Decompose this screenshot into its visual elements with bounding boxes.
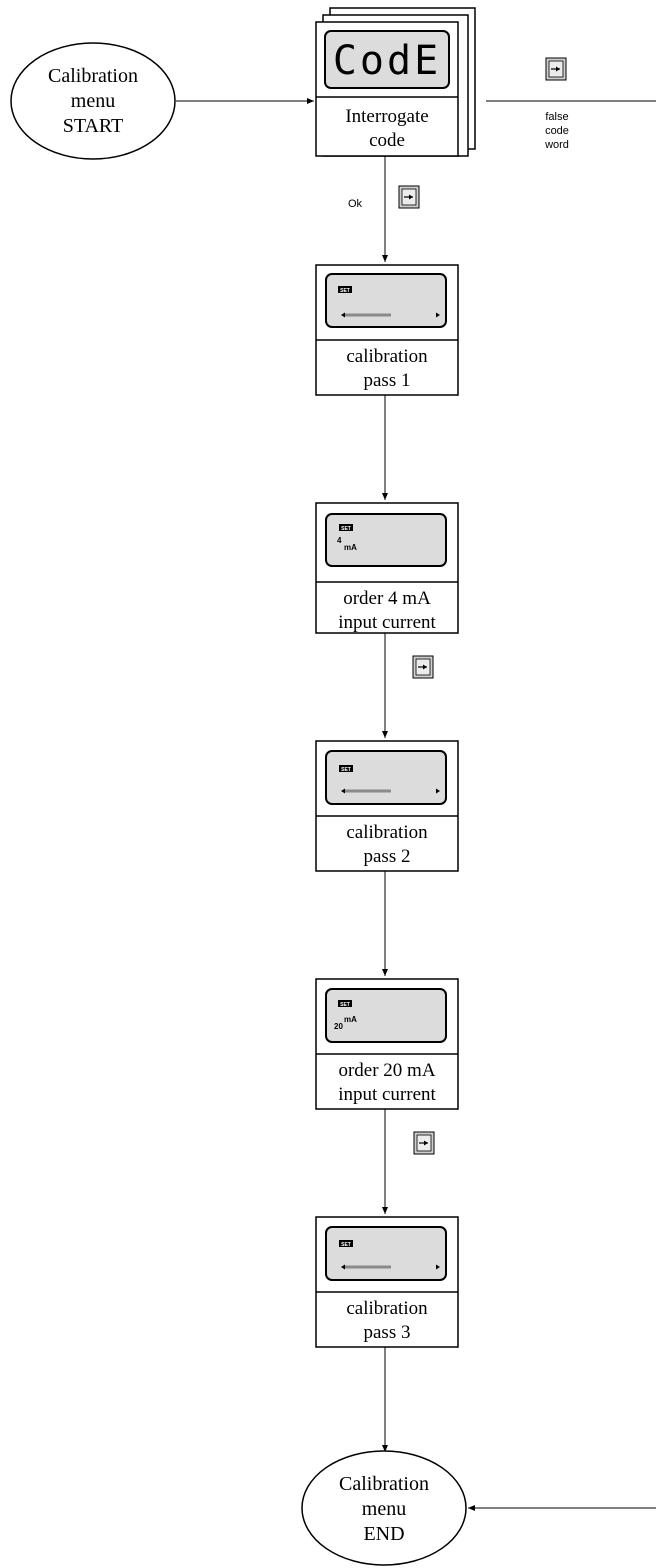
step-calibration-pass-2: SET calibration pass 2 bbox=[315, 740, 459, 872]
step-label-2: pass 2 bbox=[364, 846, 411, 867]
lcd-unit: mA bbox=[344, 543, 357, 552]
enter-key-icon bbox=[545, 57, 567, 81]
code-step-box: CodE Interrogate code bbox=[315, 7, 476, 157]
lcd-value: 4 bbox=[337, 536, 342, 545]
enter-key-icon bbox=[413, 1131, 435, 1155]
start-node: Calibration menu START bbox=[10, 42, 176, 160]
step-label-2: input current bbox=[338, 612, 436, 633]
set-badge: SET bbox=[341, 526, 351, 532]
end-label-2: menu bbox=[362, 1498, 406, 1520]
step-label-2: pass 3 bbox=[364, 1322, 411, 1343]
step-label-1: calibration bbox=[346, 822, 428, 843]
set-badge: SET bbox=[341, 767, 351, 773]
start-label-2: menu bbox=[71, 90, 115, 112]
step-label-2: input current bbox=[338, 1084, 436, 1105]
step-calibration-pass-1: SET calibration pass 1 bbox=[315, 264, 459, 396]
enter-key-icon bbox=[412, 655, 434, 679]
end-label-1: Calibration bbox=[339, 1473, 429, 1495]
false-label-1: false bbox=[545, 111, 568, 123]
enter-key-icon bbox=[398, 185, 420, 209]
false-label-3: word bbox=[544, 139, 569, 151]
start-label-1: Calibration bbox=[48, 65, 138, 87]
set-badge: SET bbox=[340, 1002, 350, 1008]
end-label-3: END bbox=[363, 1523, 404, 1545]
code-label-1: Interrogate bbox=[345, 106, 428, 127]
set-badge: SET bbox=[340, 288, 350, 294]
step-label-1: calibration bbox=[346, 346, 428, 367]
code-label-2: code bbox=[369, 130, 405, 151]
lcd-value: 20 bbox=[334, 1022, 343, 1031]
end-node: Calibration menu END bbox=[301, 1450, 467, 1566]
step-label-2: pass 1 bbox=[364, 370, 411, 391]
step-order-20ma: SET mA 20 order 20 mA input current bbox=[315, 978, 459, 1110]
start-label-3: START bbox=[63, 115, 124, 137]
lcd-unit: mA bbox=[344, 1015, 357, 1024]
code-lcd-text: CodE bbox=[333, 38, 441, 84]
set-badge: SET bbox=[341, 1242, 351, 1248]
ok-label: Ok bbox=[348, 198, 363, 210]
step-label-1: order 4 mA bbox=[343, 588, 431, 609]
false-label-2: code bbox=[545, 125, 569, 137]
step-label-1: order 20 mA bbox=[338, 1060, 435, 1081]
step-calibration-pass-3: SET calibration pass 3 bbox=[315, 1216, 459, 1348]
step-order-4ma: SET 4 mA order 4 mA input current bbox=[315, 502, 459, 634]
step-label-1: calibration bbox=[346, 1298, 428, 1319]
